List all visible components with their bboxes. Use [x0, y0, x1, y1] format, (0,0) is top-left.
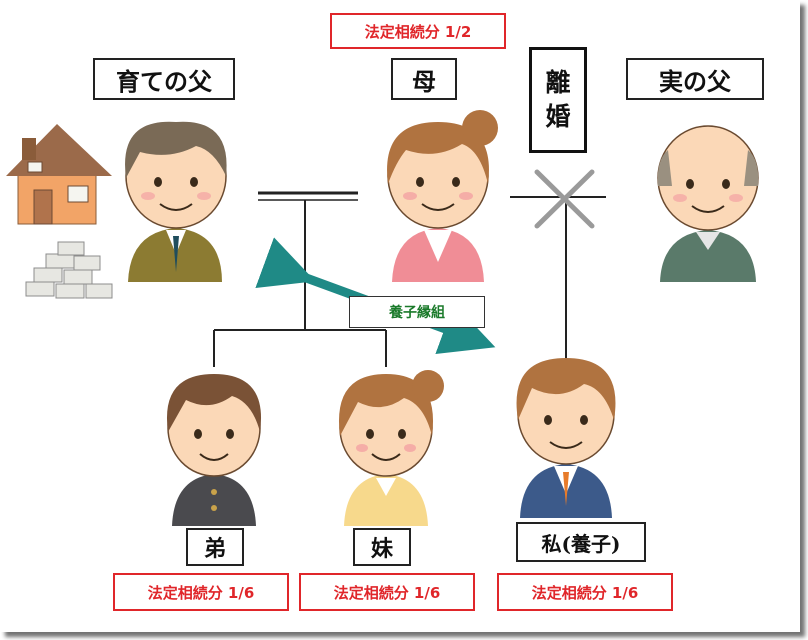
divorce-char-1: 離 — [545, 68, 571, 97]
sister-label: 妹 — [353, 528, 411, 566]
share-label-brother: 法定相続分 1/6 — [113, 573, 289, 611]
brother-label: 弟 — [186, 528, 244, 566]
biological-father-label: 実の父 — [626, 58, 764, 100]
share-label-sister: 法定相続分 1/6 — [299, 573, 475, 611]
share-label-mother: 法定相続分 1/2 — [330, 13, 506, 49]
foster-father-label: 育ての父 — [93, 58, 235, 100]
me-figure — [516, 358, 616, 518]
biological-father-figure — [657, 125, 759, 282]
divorce-char-2: 婚 — [545, 102, 571, 131]
share-label-me: 法定相続分 1/6 — [497, 573, 673, 611]
mother-label: 母 — [391, 58, 457, 100]
me-label: 私(養子) — [516, 522, 646, 562]
divorce-label: 離 婚 — [529, 47, 587, 153]
mother-figure — [387, 110, 498, 282]
younger-brother-figure — [166, 374, 262, 526]
divorce-cross-icon — [534, 169, 595, 229]
house-icon — [6, 124, 112, 225]
foster-father-figure — [125, 121, 227, 282]
adoption-label: 養子縁組 — [349, 296, 485, 328]
money-stack-icon — [25, 241, 113, 299]
younger-sister-figure — [338, 370, 444, 526]
